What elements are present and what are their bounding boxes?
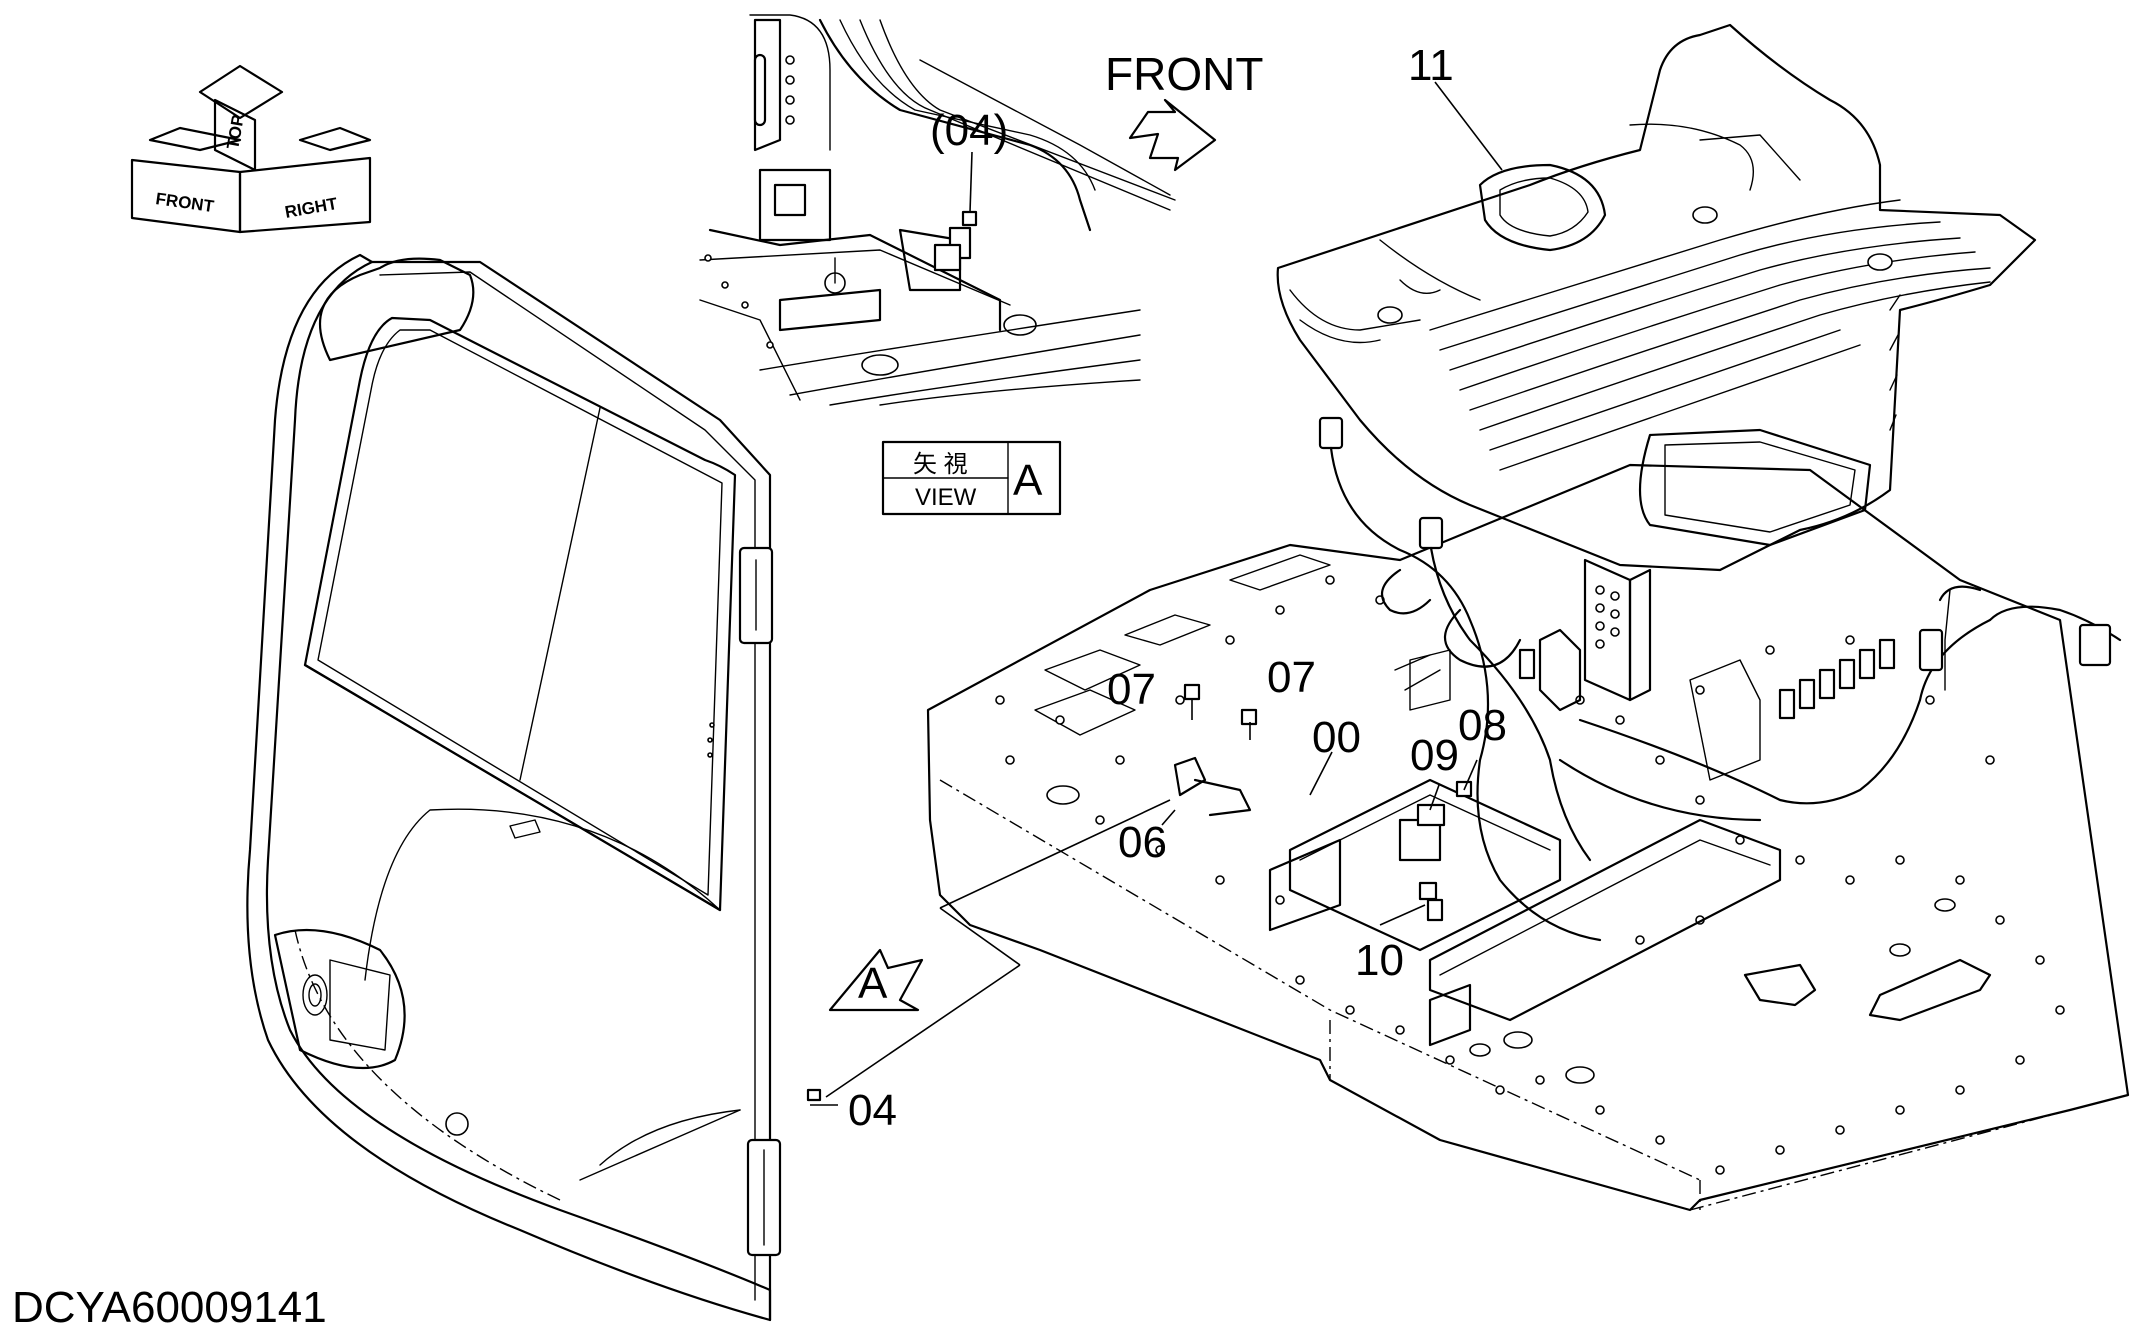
front-direction-arrow-icon <box>1128 98 1217 172</box>
floor-mat-illustration <box>1276 23 2037 572</box>
view-box-en-label: VIEW <box>915 484 977 511</box>
callout-06: 06 <box>1118 818 1167 867</box>
leader-11 <box>1434 81 1503 171</box>
callout-07-a: 07 <box>1107 665 1156 714</box>
orientation-cube-icon: FRONT TOP RIGHT <box>130 64 372 234</box>
callout-07-b: 07 <box>1267 653 1316 702</box>
cab-door-illustration <box>246 253 782 1322</box>
seat-stand-and-harness-illustration <box>1173 416 2122 1047</box>
view-a-box <box>881 440 1062 516</box>
detail-view-a-inset <box>699 14 1176 406</box>
part-04-marker <box>806 1088 822 1102</box>
floor-plate-illustration <box>926 463 2130 1212</box>
view-box-jp-label: 矢 視 <box>913 451 968 478</box>
view-box-letter: A <box>1013 456 1043 505</box>
callout-04: 04 <box>848 1086 897 1135</box>
callout-09: 09 <box>1410 731 1459 780</box>
plate-bolt-holes <box>995 575 2065 1175</box>
callout-00: 00 <box>1312 713 1361 762</box>
callout-10: 10 <box>1355 936 1404 985</box>
orientation-top-label: TOP <box>223 113 248 150</box>
diagram-id-label: DCYA60009141 <box>12 1283 327 1332</box>
view-arrow-letter: A <box>858 959 888 1008</box>
callout-11: 11 <box>1408 41 1454 90</box>
callout-04-paren: (04) <box>930 106 1008 155</box>
front-direction-label: FRONT <box>1105 48 1263 100</box>
view-a-arrow-icon <box>828 948 924 1012</box>
leader-lines <box>810 700 1478 1106</box>
orientation-right-label: RIGHT <box>283 194 339 222</box>
callout-08: 08 <box>1458 701 1507 750</box>
orientation-front-label: FRONT <box>154 189 215 216</box>
